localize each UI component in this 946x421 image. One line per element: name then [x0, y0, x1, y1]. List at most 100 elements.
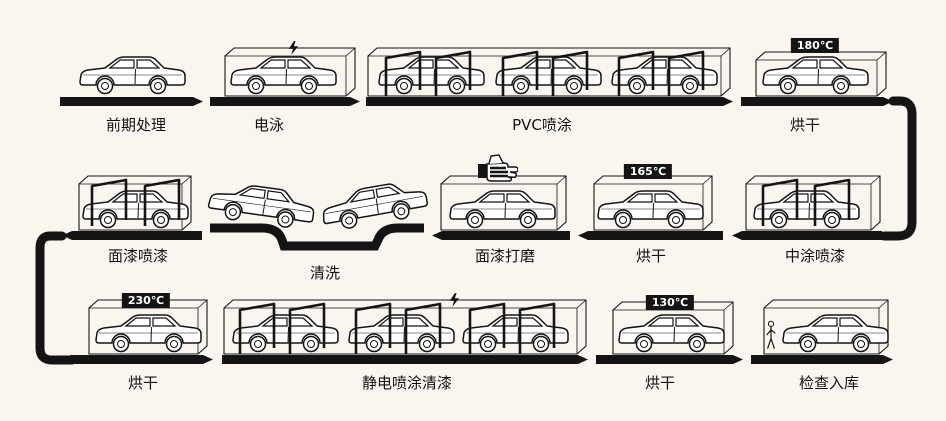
- flow-connectors: [35, 96, 917, 365]
- spray-gantry: [551, 50, 589, 96]
- station-mid-coat-spray: [745, 175, 881, 231]
- car-body: [753, 190, 860, 229]
- station-topcoat-spray: [78, 175, 192, 231]
- spray-gantry: [404, 302, 442, 354]
- rail-electrocoat: [210, 97, 360, 106]
- rail-bar: [432, 231, 570, 240]
- spray-gantry: [354, 302, 392, 354]
- temperature-badge-bake-2: 165℃: [623, 164, 673, 179]
- booth-edges: [368, 47, 731, 96]
- step-label-inspection-storage: 检查入库: [798, 374, 860, 392]
- car-body: [597, 190, 704, 229]
- station-bake-1: [755, 51, 887, 97]
- car-body: [378, 56, 485, 95]
- rail-bar: [596, 355, 743, 364]
- station-bake-2: [593, 175, 713, 231]
- step-label-washing: 清洗: [309, 264, 341, 282]
- booth-edges: [224, 299, 587, 354]
- rail-bar: [732, 231, 882, 240]
- station-bake-4: [612, 301, 734, 355]
- step-label-bake-4: 烘干: [644, 374, 676, 392]
- car-body: [79, 56, 186, 95]
- inspector-person-icon: [766, 320, 776, 350]
- booth-edges: [756, 51, 887, 96]
- rail-washing-dip: [210, 223, 424, 251]
- step-label-mid-coat-spray: 中涂喷漆: [784, 247, 846, 265]
- rail-bar: [366, 97, 733, 106]
- spray-gantry: [501, 50, 539, 96]
- car-body-tilted-left: [206, 179, 317, 232]
- step-label-electrostatic-clearcoat: 静电喷涂清漆: [361, 374, 453, 392]
- rail-bar: [741, 97, 893, 106]
- step-label-topcoat-sanding: 面漆打磨: [474, 247, 536, 265]
- rail-bar: [62, 231, 202, 240]
- car-body: [348, 314, 455, 353]
- rail-pvc-spray: [366, 97, 733, 106]
- station-electrocoat: [224, 41, 356, 97]
- car-body: [762, 56, 869, 95]
- spray-gantry: [90, 178, 128, 226]
- step-label-topcoat-spray: 面漆喷漆: [107, 247, 169, 265]
- rail-bar: [751, 355, 893, 364]
- spray-gantry: [518, 302, 556, 354]
- stations-layer: [78, 41, 889, 355]
- station-pretreatment: [79, 56, 186, 95]
- rail-electrostatic-clearcoat: [222, 355, 588, 364]
- car-body: [95, 314, 202, 353]
- step-label-bake-2: 烘干: [635, 247, 667, 265]
- step-label-pvc-spray: PVC喷涂: [512, 116, 572, 134]
- rail-bake-3: [70, 355, 213, 364]
- rail-bake-2: [578, 231, 723, 240]
- car-body: [232, 314, 339, 353]
- car-body: [782, 314, 889, 353]
- glove-hand-icon: [478, 154, 518, 183]
- spray-gantry: [468, 302, 506, 354]
- booth-edges: [746, 175, 881, 230]
- booth-edges: [225, 47, 356, 96]
- spray-gantry: [143, 178, 181, 226]
- rail-mid-coat-spray: [732, 231, 882, 240]
- spray-gantry: [617, 50, 655, 96]
- booth-edges: [441, 175, 567, 230]
- rail-topcoat-spray: [62, 231, 202, 240]
- rail-pretreatment: [60, 97, 203, 106]
- spray-gantry: [384, 50, 422, 96]
- conveyor-rails: [60, 97, 893, 364]
- car-body: [611, 56, 718, 95]
- temperature-badge-bake-3: 230℃: [121, 293, 171, 308]
- lightning-bolt-icon: [288, 41, 299, 55]
- car-body: [462, 314, 569, 353]
- temperature-badge-bake-1: 180℃: [790, 38, 840, 53]
- rail-inspection-storage: [751, 355, 893, 364]
- step-label-electrocoat: 电泳: [253, 116, 285, 134]
- station-bake-3: [88, 299, 208, 355]
- spray-gantry: [813, 178, 851, 226]
- spray-gantry: [434, 50, 472, 96]
- rail-bake-1: [741, 97, 893, 106]
- station-inspection-storage: [763, 299, 889, 355]
- rail-bar: [210, 97, 360, 106]
- spray-gantry: [667, 50, 705, 96]
- car-body: [449, 190, 556, 229]
- spray-gantry: [761, 178, 799, 226]
- car-body: [230, 56, 337, 95]
- car-body: [495, 56, 602, 95]
- rail-bake-4: [596, 355, 743, 364]
- connector-right: [879, 96, 917, 241]
- car-body: [618, 314, 725, 353]
- station-topcoat-sanding: [440, 154, 567, 231]
- step-label-bake-1: 烘干: [789, 116, 821, 134]
- temperature-badge-bake-4: 130℃: [645, 295, 695, 310]
- station-pvc-spray: [367, 47, 731, 97]
- spray-gantry: [238, 302, 276, 354]
- rail-bar: [222, 355, 588, 364]
- rail-bar: [578, 231, 723, 240]
- rail-bar: [70, 355, 213, 364]
- step-label-bake-3: 烘干: [127, 374, 159, 392]
- station-electrostatic-clearcoat: [223, 293, 587, 355]
- lightning-bolt-icon: [449, 293, 460, 307]
- step-label-pretreatment: 前期处理: [105, 116, 167, 134]
- rail-bar: [60, 97, 203, 106]
